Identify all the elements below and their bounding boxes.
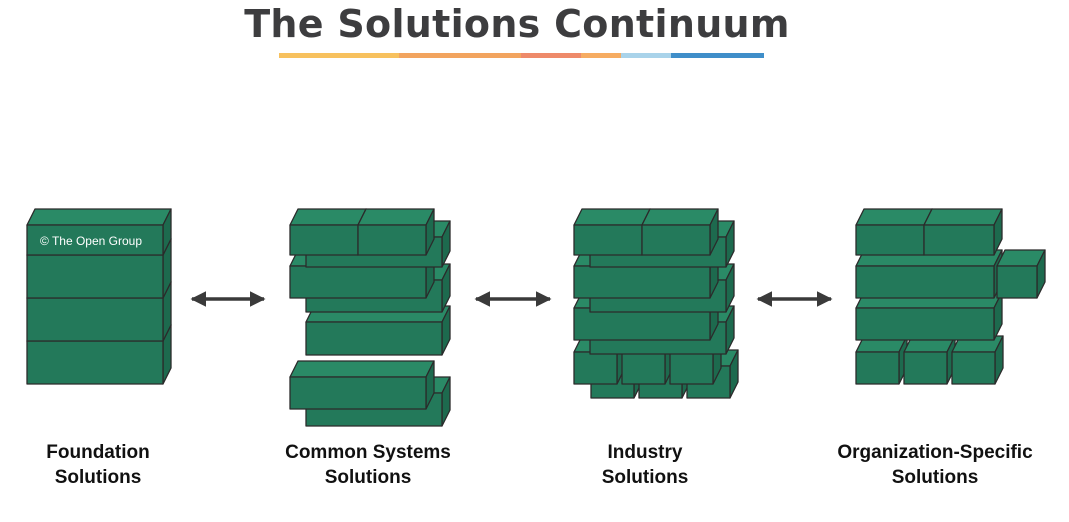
- block-top-face: [26, 208, 172, 226]
- block-front-face: [641, 224, 711, 256]
- solution-block: [289, 208, 367, 256]
- block-front-face: [573, 224, 643, 256]
- block-front-face: [26, 297, 164, 342]
- block-top-face: [357, 208, 435, 226]
- label-line: Organization-Specific: [837, 442, 1033, 463]
- label-line: Industry: [607, 442, 683, 463]
- underline-segment: [279, 53, 399, 58]
- solution-block: [357, 208, 435, 256]
- block-front-face: [855, 265, 995, 299]
- block-front-face: [573, 351, 618, 385]
- block-top-face: [641, 208, 719, 226]
- block-front-face: [289, 376, 427, 410]
- block-front-face: [669, 351, 714, 385]
- block-top-face: [923, 208, 1003, 226]
- solution-block: [641, 208, 719, 256]
- solution-block: [855, 208, 933, 256]
- label-line: Foundation: [46, 442, 150, 463]
- copyright-text: © The Open Group: [40, 234, 142, 248]
- label-line: Solutions: [324, 467, 412, 488]
- block-front-face: [855, 351, 900, 385]
- label-industry: Industry Solutions: [555, 440, 735, 490]
- block-front-face: [573, 265, 711, 299]
- block-front-face: [26, 254, 164, 299]
- block-front-face: [289, 265, 427, 299]
- label-line: Solutions: [891, 467, 979, 488]
- underline-segment: [399, 53, 521, 58]
- block-top-face: [289, 360, 435, 378]
- solution-block: [903, 335, 956, 385]
- block-front-face: [289, 224, 359, 256]
- title-underline: [279, 53, 764, 58]
- block-front-face: [855, 224, 925, 256]
- block-front-face: [621, 351, 666, 385]
- industry-block-stack: [573, 208, 739, 399]
- foundation-block-stack: [26, 208, 172, 385]
- underline-segment: [521, 53, 581, 58]
- block-front-face: [855, 307, 995, 341]
- underline-segment: [671, 53, 764, 58]
- underline-segment: [581, 53, 621, 58]
- solution-block: [855, 291, 1003, 341]
- underline-segment: [621, 53, 671, 58]
- block-front-face: [26, 340, 164, 385]
- block-top-face: [289, 208, 367, 226]
- label-line: Solutions: [601, 467, 689, 488]
- solution-block: [996, 249, 1046, 299]
- block-front-face: [951, 351, 996, 385]
- solution-block: [26, 208, 172, 256]
- solution-block: [289, 360, 435, 410]
- block-front-face: [573, 307, 711, 341]
- block-front-face: [923, 224, 995, 256]
- solution-block: [951, 335, 1004, 385]
- block-top-face: [573, 208, 651, 226]
- block-front-face: [996, 265, 1038, 299]
- page-title: The Solutions Continuum: [244, 2, 790, 46]
- organization-specific-block-stack: [855, 208, 1046, 385]
- solution-block: [855, 335, 908, 385]
- block-top-face: [855, 208, 933, 226]
- solution-block: [923, 208, 1003, 256]
- label-common-systems: Common Systems Solutions: [258, 440, 478, 490]
- label-foundation: Foundation Solutions: [8, 440, 188, 490]
- solution-block: [573, 208, 651, 256]
- label-line: Common Systems: [285, 442, 451, 463]
- solution-block: [855, 249, 1003, 299]
- block-front-face: [903, 351, 948, 385]
- label-organization-specific: Organization-Specific Solutions: [815, 440, 1055, 490]
- block-front-face: [26, 224, 164, 256]
- label-line: Solutions: [54, 467, 142, 488]
- block-front-face: [305, 321, 443, 356]
- common-systems-block-stack: [289, 208, 451, 427]
- solution-block: [305, 305, 451, 356]
- block-front-face: [357, 224, 427, 256]
